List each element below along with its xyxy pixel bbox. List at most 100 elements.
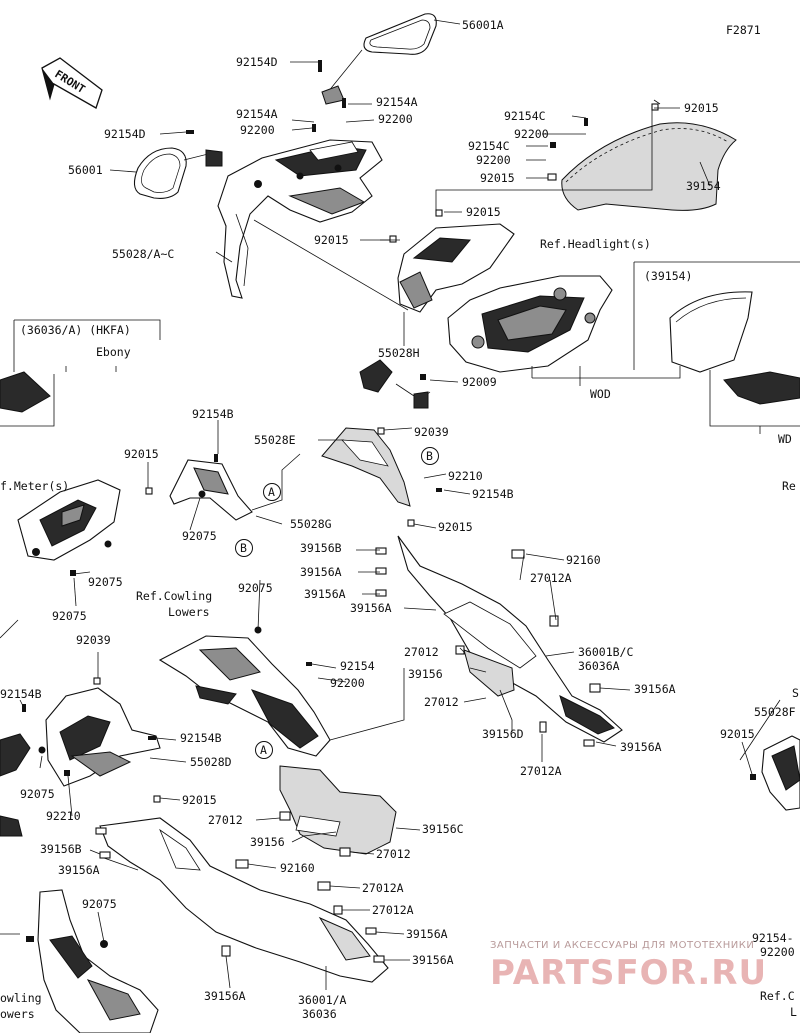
label: 39156A (58, 863, 100, 877)
callout-letter: B (426, 449, 433, 463)
label: 92210 (448, 469, 483, 483)
label: Ref.Headlight(s) (540, 237, 651, 251)
label: 39156A (300, 565, 342, 579)
label: 55028/A~C (112, 247, 174, 261)
label: 92009 (462, 375, 497, 389)
label: owling (0, 991, 42, 1005)
right-edge-part (761, 735, 800, 811)
windshield (561, 122, 737, 211)
inset-wd (723, 371, 800, 405)
label: 36036A (578, 659, 620, 673)
label: Re (782, 479, 796, 493)
front-arrow-icon (41, 57, 103, 109)
label: 39156 (408, 667, 443, 681)
label: 92154 (340, 659, 375, 673)
label: 92015 (720, 727, 755, 741)
label: L (790, 1005, 797, 1019)
label: WD (778, 432, 792, 446)
label: (39154) (644, 269, 692, 283)
label: 92075 (182, 529, 217, 543)
watermark: ЗАПЧАСТИ И АКСЕССУАРЫ ДЛЯ МОТОТЕХНИКИ PA… (490, 940, 767, 993)
inner-panel-left (45, 687, 161, 787)
inner-panel-39156c (279, 765, 397, 855)
label: 92154A (236, 107, 278, 121)
label: Ebony (96, 345, 131, 359)
label: 92154A (376, 95, 418, 109)
label: 27012A (372, 903, 414, 917)
label: 92200 (330, 676, 365, 690)
label: 92015 (124, 447, 159, 461)
label: 92015 (438, 520, 473, 534)
label: 92015 (182, 793, 217, 807)
label: 92039 (76, 633, 111, 647)
label: 39156A (406, 927, 448, 941)
label: 27012 (208, 813, 243, 827)
label: 27012 (404, 645, 439, 659)
callout-letter: A (260, 743, 267, 757)
label: Lowers (168, 605, 210, 619)
label: 39156A (204, 989, 246, 1003)
label: 39156B (40, 842, 82, 856)
label: WOD (590, 387, 611, 401)
label: 92154- (752, 931, 794, 945)
callout-letter: B (240, 541, 247, 555)
label: 92154D (104, 127, 146, 141)
label: 55028G (290, 517, 332, 531)
label: 39156C (422, 822, 464, 836)
label: 92200 (378, 112, 413, 126)
label: 92154C (468, 139, 510, 153)
inset-ebony (0, 371, 51, 413)
label: 39156 (250, 835, 285, 849)
callout-markers: A B A B (235, 447, 439, 759)
label: 27012A (520, 764, 562, 778)
leader-lines (0, 19, 781, 990)
label: 92154D (236, 55, 278, 69)
label: 92015 (314, 233, 349, 247)
label: f.Meter(s) (0, 479, 69, 493)
label: 92154B (0, 687, 42, 701)
label: 92015 (466, 205, 501, 219)
watermark-brand: PARTSFOR.RU (490, 953, 767, 993)
cowling-lower-center (158, 635, 331, 757)
label: (36036/A) (HKFA) (20, 323, 131, 337)
label: 27012 (424, 695, 459, 709)
label: 55028H (378, 346, 420, 360)
label: 92160 (566, 553, 601, 567)
headlight-assembly (359, 275, 613, 409)
label: 92075 (82, 897, 117, 911)
label: 92154C (504, 109, 546, 123)
figure-code: F2871 (726, 23, 761, 37)
small-bracket (169, 459, 253, 521)
callout-letter: A (268, 485, 275, 499)
left-edge-part (0, 733, 31, 837)
label: 92075 (88, 575, 123, 589)
label: 55028E (254, 433, 296, 447)
watermark-caption: ЗАПЧАСТИ И АКСЕССУАРЫ ДЛЯ МОТОТЕХНИКИ (490, 940, 754, 951)
inset-frames (0, 261, 800, 427)
label: 27012 (376, 847, 411, 861)
inset-windshield (669, 291, 753, 373)
label: 36001/A (298, 993, 347, 1007)
mirror-right (321, 13, 437, 105)
mirror-left (133, 147, 223, 199)
label: 36036 (302, 1007, 337, 1021)
label: 55028D (190, 755, 232, 769)
label: owers (0, 1007, 35, 1021)
label: 39156A (620, 740, 662, 754)
upper-frame-stay (217, 139, 383, 299)
duct-upper (321, 427, 411, 507)
label: 92200 (240, 123, 275, 137)
label: 92015 (684, 101, 719, 115)
label: 92015 (480, 171, 515, 185)
label: 39154 (686, 179, 721, 193)
label: 92200 (514, 127, 549, 141)
label: 92210 (46, 809, 81, 823)
small-fasteners (22, 60, 756, 963)
label: 56001A (462, 18, 504, 32)
label: 92154B (180, 731, 222, 745)
label: 39156A (412, 953, 454, 967)
side-cowling-left (99, 817, 389, 983)
label: 39156B (300, 541, 342, 555)
label: 92075 (238, 581, 273, 595)
